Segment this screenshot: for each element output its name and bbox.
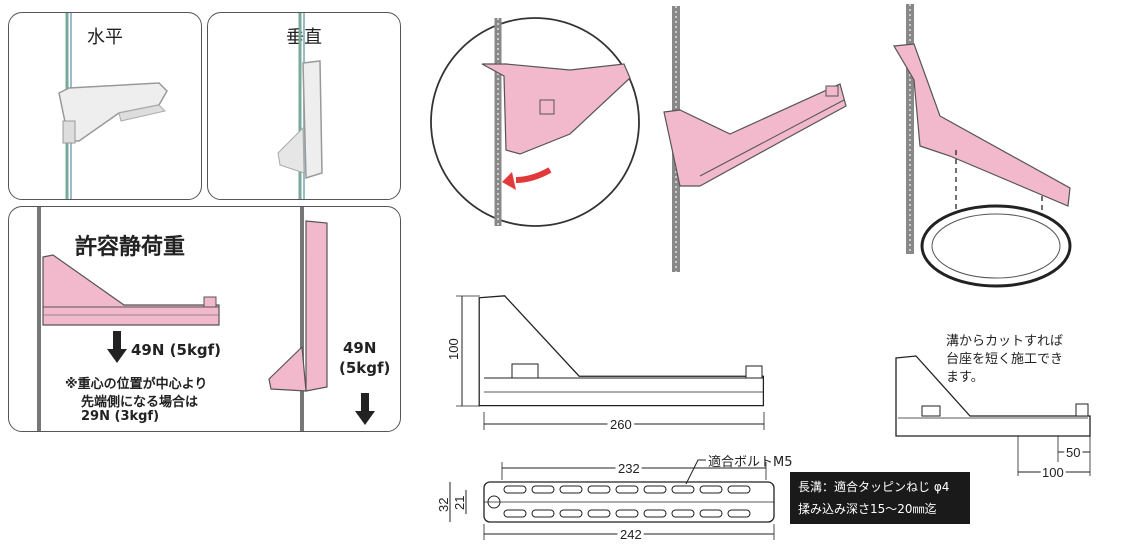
bracket-mounted-illustration: [663, 6, 847, 272]
slot-note-box: 長溝：適合タッピンねじ φ4 揉み込み深さ15～20㎜迄: [790, 472, 970, 524]
horizontal-mount-panel: 水平: [8, 12, 202, 200]
allowable-load-panel: 許容静荷重 49N (5kgf) ※重心の位置が中心より 先端側になる場合は 2…: [8, 206, 401, 432]
top-view-drawing: 232 32 21 242: [436, 458, 775, 544]
cut-note-line3: ます。: [946, 370, 984, 385]
width-242-label: 242: [620, 527, 642, 542]
bolt-label: 適合ボルトM5: [708, 455, 793, 470]
load-note-line1: ※重心の位置が中心より: [65, 377, 208, 392]
cut-bracket-drawing: 50 100: [895, 355, 1091, 483]
load-vertical-kgf: (5kgf): [339, 359, 391, 377]
cut-note-line2: 台座を短く施工でき: [946, 352, 1064, 367]
load-illustration: [37, 207, 375, 431]
slot-note-line1: 長溝：適合タッピンねじ φ4: [798, 480, 950, 494]
slot-note-line2: 揉み込み深さ15～20㎜迄: [798, 502, 937, 516]
vertical-mount-panel: 垂直: [207, 12, 401, 200]
height-100-label: 100: [446, 338, 461, 360]
side-elevation-drawing: 100 260: [446, 295, 765, 435]
load-vertical-n: 49N: [343, 339, 377, 357]
cut-100-label: 100: [1042, 465, 1064, 480]
width-260-label: 260: [610, 417, 632, 432]
dim-21-label: 21: [452, 496, 467, 510]
dim-32-label: 32: [436, 498, 451, 512]
bracket-with-basket-illustration: [893, 4, 1072, 288]
load-horizontal-value: 49N (5kgf): [131, 341, 222, 359]
load-title: 許容静荷重: [75, 235, 186, 260]
cut-note-line1: 溝からカットすれば: [946, 334, 1064, 349]
horizontal-bracket-illustration: [58, 13, 168, 199]
horizontal-label: 水平: [87, 27, 123, 48]
vertical-bracket-illustration: [277, 13, 323, 199]
cut-50-label: 50: [1066, 445, 1080, 460]
load-note-line2: 先端側になる場合は: [81, 395, 199, 410]
bracket-insertion-illustration: [430, 17, 640, 227]
load-note-line3: 29N (3kgf): [81, 409, 160, 424]
slot-232-label: 232: [618, 461, 640, 476]
